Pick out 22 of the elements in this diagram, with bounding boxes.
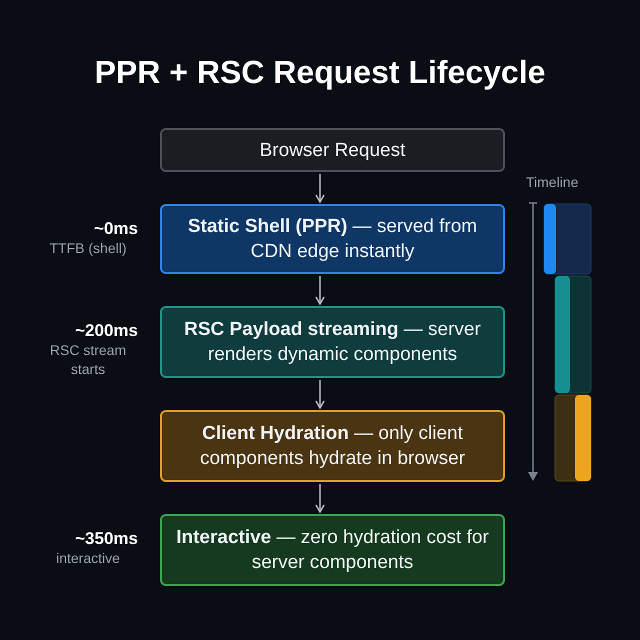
time-note: RSC stream starts (48, 341, 128, 379)
step-text: Static Shell (PPR) — served from CDN edge instantly (186, 215, 478, 264)
arrow (315, 276, 325, 305)
process-box (160, 128, 505, 172)
process-box (160, 306, 505, 378)
process-box (160, 204, 505, 274)
time-note: TTFB (shell) (48, 239, 128, 258)
process-box (160, 410, 505, 482)
timeline-label: Timeline (526, 173, 578, 192)
time-marker: ~200ms (75, 320, 138, 341)
step-text: Interactive — zero hydration cost for server components (175, 526, 490, 575)
title: PPR + RSC Request Lifecycle (94, 53, 546, 92)
step-text: Client Hydration — only client components hydrate in browser (198, 422, 466, 471)
time-marker: ~350ms (75, 528, 138, 549)
process-box (160, 514, 505, 586)
time-marker: ~0ms (94, 218, 138, 239)
step-text: Browser Request (260, 138, 406, 162)
step-text: RSC Payload streaming — server renders dynamic components (183, 318, 482, 367)
arrow (315, 484, 325, 513)
arrow (315, 174, 325, 203)
arrow (315, 380, 325, 409)
time-note: interactive (55, 549, 121, 568)
